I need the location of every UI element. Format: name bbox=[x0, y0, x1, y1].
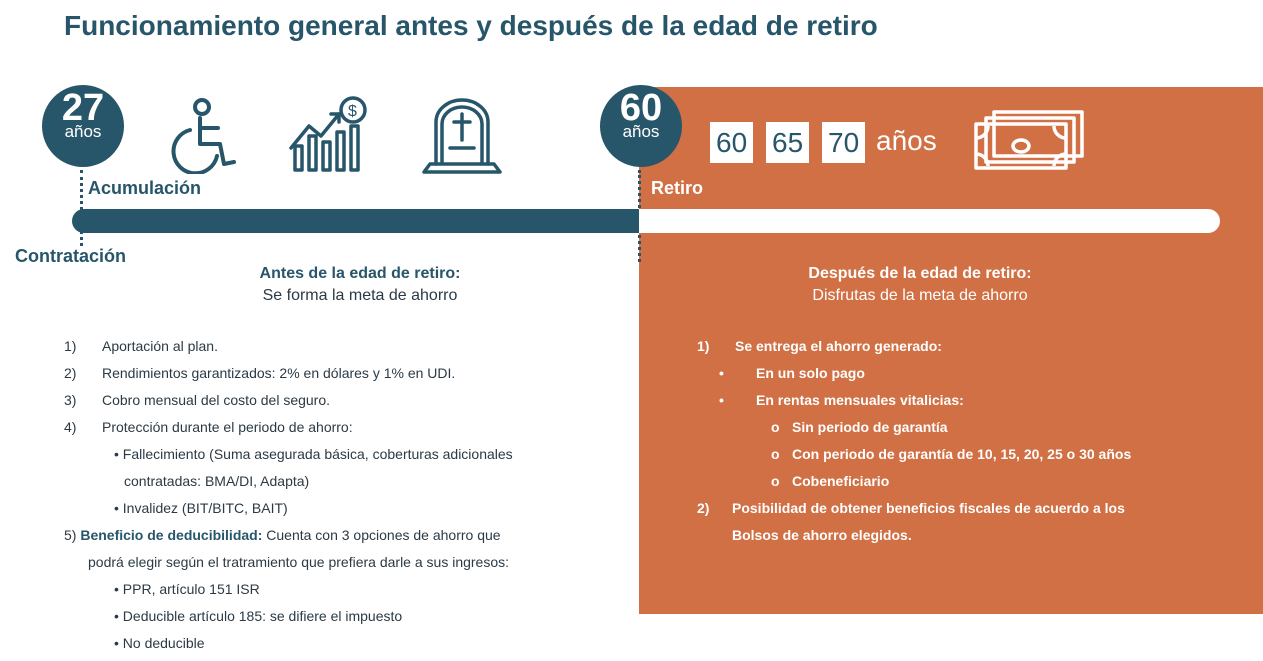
benefit-text: Cuenta con 3 opciones de ahorro que bbox=[262, 527, 501, 543]
bullet-marker: • bbox=[719, 392, 724, 408]
item-number: 1) bbox=[64, 338, 77, 354]
retirement-panel bbox=[639, 87, 1263, 614]
item-text: Cobro mensual del costo del seguro. bbox=[102, 392, 331, 408]
annuity-guarantee: Con periodo de garantía de 10, 15, 20, 2… bbox=[792, 446, 1132, 462]
after-item-2: Posibilidad de obtener beneficios fiscal… bbox=[732, 500, 1125, 516]
payment-single: En un solo pago bbox=[756, 365, 865, 381]
stage-contract: Contratación bbox=[15, 246, 127, 266]
payment-annuity: En rentas mensuales vitalicias: bbox=[756, 392, 964, 408]
item-number: 4) bbox=[64, 419, 77, 435]
start-age-badge: 27 años bbox=[42, 85, 124, 167]
after-item-1: Se entrega el ahorro generado: bbox=[735, 338, 942, 354]
before-item-2: 2) Rendimientos garantizados: 2% en dóla… bbox=[64, 365, 455, 381]
after-item-1-number: 1) bbox=[697, 338, 710, 354]
retire-age-unit: años bbox=[622, 122, 660, 141]
retire-age-number: 60 bbox=[619, 87, 663, 129]
after-heading: Después de la edad de retiro: bbox=[808, 265, 1032, 282]
sub-marker: o bbox=[771, 446, 780, 462]
annuity-no-guarantee: Sin periodo de garantía bbox=[792, 419, 948, 435]
stage-accumulation: Acumulación bbox=[88, 178, 202, 198]
before-item-3: 3) Cobro mensual del costo del seguro. bbox=[64, 392, 330, 408]
bullet-marker: • bbox=[719, 365, 724, 381]
age-option-65: 65 bbox=[766, 122, 810, 163]
after-subheading: Disfrutas de la meta de ahorro bbox=[812, 287, 1028, 304]
after-item-2-number: 2) bbox=[697, 500, 710, 516]
tombstone-icon bbox=[420, 96, 504, 181]
item-number: 5) bbox=[64, 527, 77, 543]
before-item-1: 1) Aportación al plan. bbox=[64, 338, 218, 354]
sub-marker: o bbox=[771, 419, 780, 435]
benefit-text-line2: podrá elegir según el tratramiento que p… bbox=[88, 554, 510, 570]
timeline-retirement bbox=[639, 209, 1220, 233]
retire-age-badge: 60 años bbox=[600, 85, 682, 167]
wheelchair-icon bbox=[162, 96, 240, 179]
age-option-60: 60 bbox=[710, 122, 754, 163]
stage-retirement: Retiro bbox=[651, 178, 704, 198]
protection-death: • Fallecimiento (Suma asegurada básica, … bbox=[114, 446, 513, 462]
after-item-2-cont: Bolsos de ahorro elegidos. bbox=[732, 527, 912, 543]
start-age-number: 27 bbox=[61, 87, 105, 129]
page-title: Funcionamiento general antes y después d… bbox=[64, 10, 878, 41]
deductible-option-185: • Deducible artículo 185: se difiere el … bbox=[114, 608, 403, 624]
item-text: Rendimientos garantizados: 2% en dólares… bbox=[102, 365, 456, 381]
deductible-option-none: • No deducible bbox=[114, 635, 205, 651]
benefit-label: Beneficio de deducibilidad: bbox=[80, 527, 263, 543]
age-option-70: 70 bbox=[822, 122, 866, 163]
money-stack-icon bbox=[972, 108, 1086, 177]
annuity-cobeneficiary: Cobeneficiario bbox=[792, 473, 890, 489]
start-marker-line bbox=[80, 170, 83, 246]
before-item-5: 5) Beneficio de deducibilidad: Cuenta co… bbox=[64, 527, 501, 543]
before-heading-block: Antes de la edad de retiro: Se forma la … bbox=[180, 265, 540, 305]
before-heading: Antes de la edad de retiro: bbox=[259, 265, 461, 282]
item-number: 2) bbox=[64, 365, 77, 381]
age-options-unit: años bbox=[876, 125, 937, 156]
timeline-accumulation bbox=[72, 209, 652, 233]
start-age-unit: años bbox=[64, 122, 102, 141]
item-text: Protección durante el periodo de ahorro: bbox=[102, 419, 353, 435]
protection-death-cont: contratadas: BMA/DI, Adapta) bbox=[124, 473, 310, 489]
deductible-option-ppr: • PPR, artículo 151 ISR bbox=[114, 581, 260, 597]
before-item-4: 4) Protección durante el periodo de ahor… bbox=[64, 419, 353, 435]
before-subheading: Se forma la meta de ahorro bbox=[262, 287, 458, 304]
sub-marker: o bbox=[771, 473, 780, 489]
item-text: Aportación al plan. bbox=[102, 338, 218, 354]
svg-text:$: $ bbox=[348, 103, 357, 120]
protection-disability: • Invalidez (BIT/BITC, BAIT) bbox=[114, 500, 288, 516]
growth-chart-icon: $ bbox=[287, 96, 371, 179]
after-heading-block: Después de la edad de retiro: Disfrutas … bbox=[720, 265, 1120, 305]
item-number: 3) bbox=[64, 392, 77, 408]
